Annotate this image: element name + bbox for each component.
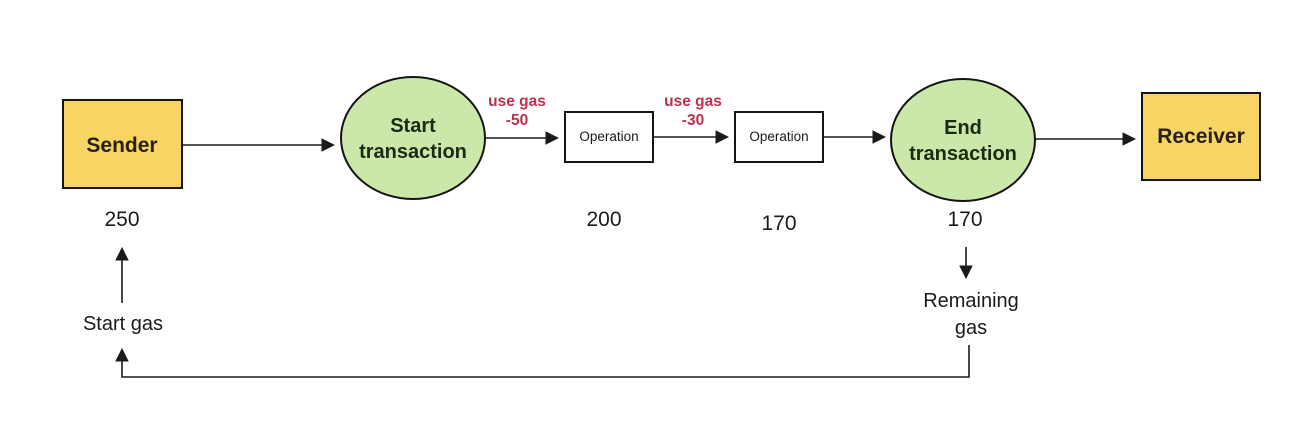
end-transaction-label-line1: End: [944, 117, 982, 139]
receiver-node: [1141, 92, 1261, 181]
remaining-gas-label-line2: gas: [955, 317, 987, 339]
receiver-label: Receiver: [1157, 125, 1245, 148]
use-gas-1-amount: -50: [506, 112, 528, 129]
operation1-label: Operation: [579, 129, 638, 144]
use-gas-2-label: use gas: [664, 93, 722, 110]
operation2-gas-value: 170: [761, 212, 796, 235]
feedback-line-remaining-to-startgas: [115, 345, 970, 378]
start-transaction-node: [340, 76, 486, 200]
operation2-node: [734, 111, 824, 163]
use-gas-2-amount: -30: [682, 112, 704, 129]
remaining-gas-label-line1: Remaining: [923, 290, 1019, 312]
operation1-gas-value: 200: [586, 208, 621, 231]
end-transaction-label-line2: transaction: [909, 143, 1017, 165]
start-gas-label: Start gas: [83, 313, 163, 335]
use-gas-1-label: use gas: [488, 93, 546, 110]
sender-node: [62, 99, 183, 189]
sender-label: Sender: [86, 134, 157, 157]
start-transaction-label-line2: transaction: [359, 141, 467, 163]
operation1-node: [564, 111, 654, 163]
operation2-label: Operation: [749, 129, 808, 144]
start-transaction-label-line1: Start: [390, 115, 436, 137]
end-transaction-gas-value: 170: [947, 208, 982, 231]
sender-gas-value: 250: [104, 208, 139, 231]
end-transaction-node: [890, 78, 1036, 202]
